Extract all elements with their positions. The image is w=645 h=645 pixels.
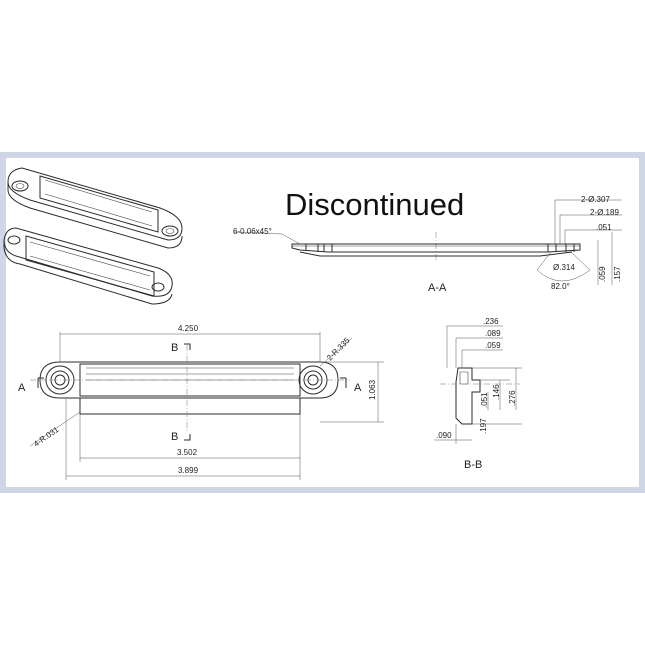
- dim-inner-length: 3.502: [177, 448, 198, 457]
- plan-view: 4.250 B B A A 2-R.335 4-R.031 1.: [18, 324, 384, 480]
- dim-bb-059: .059: [485, 341, 501, 350]
- dim-bb-197: .197: [479, 418, 488, 434]
- dim-corner-radius: 4-R.031: [32, 425, 61, 449]
- dim-bb-089: .089: [485, 329, 501, 338]
- dim-height: 1.063: [368, 379, 377, 400]
- dim-depth: .051: [596, 223, 612, 232]
- section-bb-label: B-B: [464, 459, 482, 471]
- dim-outer-length: 3.899: [178, 466, 199, 475]
- dim-end-radius: 2-R.335: [325, 336, 352, 363]
- isometric-view-top: [7, 167, 183, 249]
- discontinued-label: Discontinued: [285, 187, 464, 222]
- dim-counterbore: Ø.314: [553, 263, 575, 272]
- dim-hole-outer: 2-Ø.307: [581, 195, 610, 204]
- drawing-border: [0, 152, 645, 493]
- section-marker-b-top: B: [171, 342, 178, 354]
- isometric-view-bottom: [3, 227, 173, 305]
- section-bb-view: .236 .089 .059 .051 .146 .276 .197 .090 …: [434, 317, 522, 471]
- dim-overall-length: 4.250: [178, 324, 199, 333]
- section-marker-b-bottom: B: [171, 431, 178, 443]
- section-aa-view: 6-0.06x45° 2-Ø.307 2-Ø.189 .051 Ø.314 82…: [232, 195, 622, 294]
- dim-angle: 82.0°: [551, 282, 570, 291]
- dim-height-a: .059: [598, 266, 607, 282]
- section-aa-label: A-A: [428, 282, 447, 294]
- dim-hole-inner: 2-Ø.189: [590, 208, 619, 217]
- dim-chamfer: 6-0.06x45°: [233, 227, 272, 236]
- section-marker-a-left: A: [18, 382, 26, 394]
- dim-bb-090: .090: [436, 431, 452, 440]
- dim-bb-276: .276: [508, 390, 517, 406]
- section-marker-a-right: A: [354, 382, 362, 394]
- dim-height-b: .157: [613, 266, 622, 282]
- dim-bb-051: .051: [480, 392, 489, 408]
- dim-bb-236: .236: [483, 317, 499, 326]
- dim-bb-146: .146: [492, 384, 501, 400]
